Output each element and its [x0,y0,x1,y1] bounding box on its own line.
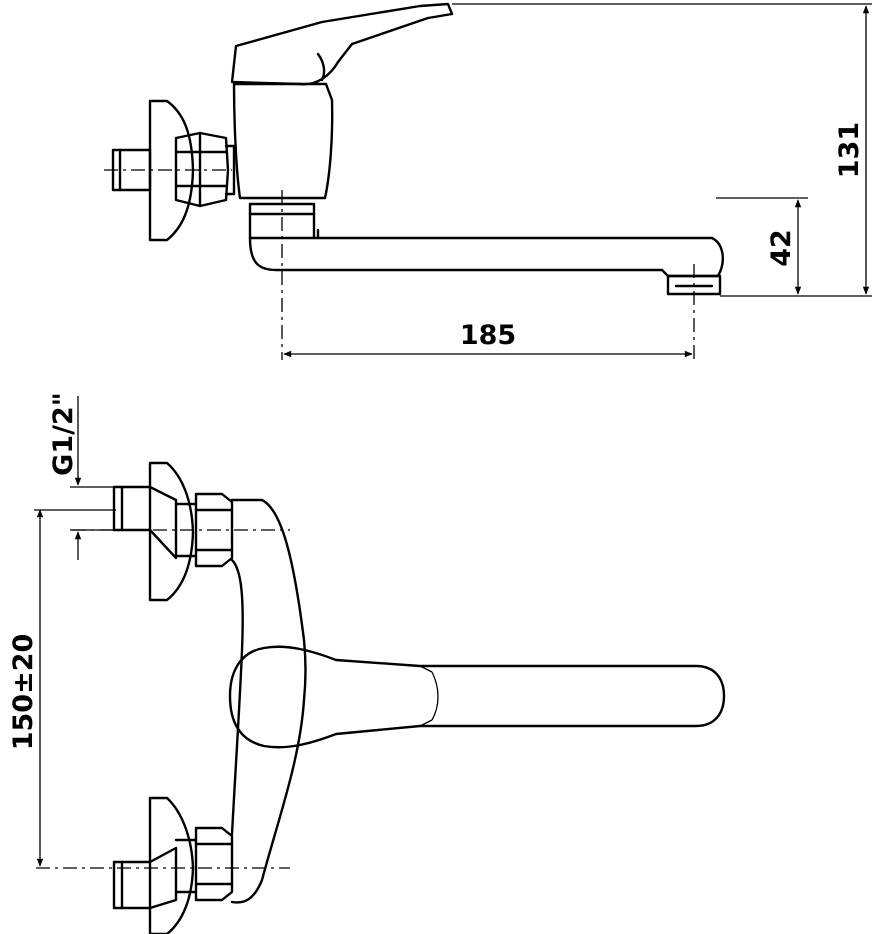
dim-label-185: 185 [460,320,516,351]
dim-label-42: 42 [766,229,797,267]
side-inlet-stub [111,148,152,192]
dim-label-131: 131 [834,122,865,178]
front-faucet-body [230,498,307,904]
side-aerator [666,274,722,296]
side-faucet-body [232,82,334,200]
upper-inlet-stub [112,485,178,560]
lower-union-nut [194,826,234,902]
dim-label-spacing: 150±20 [8,634,39,751]
side-view: 131 42 185 [104,2,872,360]
upper-union-nut [194,492,234,568]
upper-escutcheon [148,461,195,602]
front-view: G1/2" 150±20 [8,392,726,934]
lower-escutcheon [148,796,195,934]
side-lever-handle [230,2,454,86]
side-union-nut [174,131,230,208]
side-spout-tube [248,236,724,278]
dim-label-thread: G1/2" [48,392,79,476]
lower-inlet-stub [112,846,178,910]
